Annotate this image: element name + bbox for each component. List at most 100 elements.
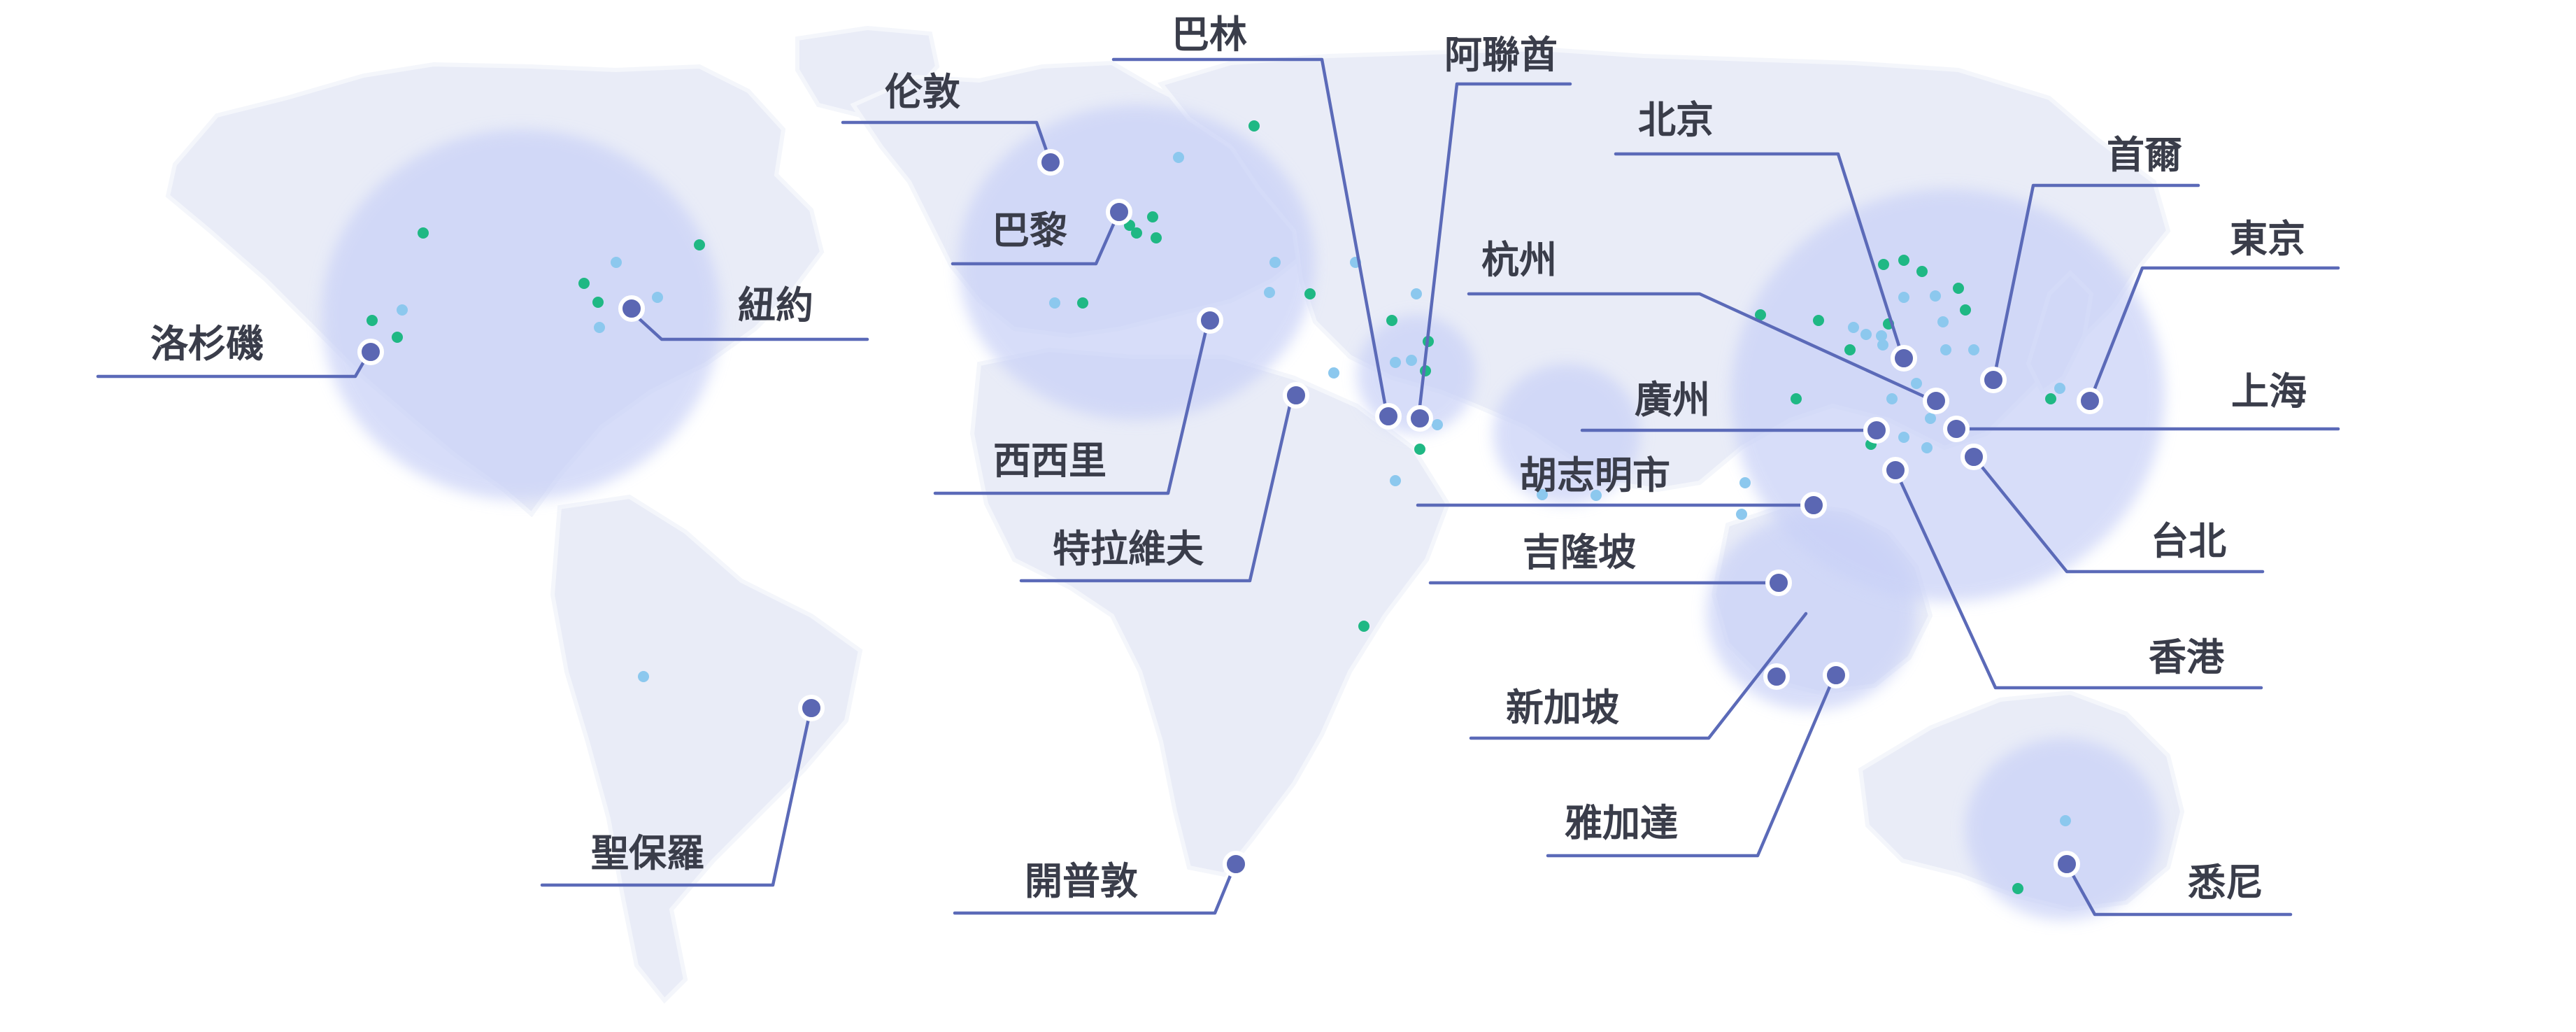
leader-lines bbox=[96, 57, 2340, 917]
minor-dot-green bbox=[1248, 120, 1260, 132]
city-marker-hangzhou[interactable] bbox=[1923, 388, 1949, 414]
city-label-saopaulo: 聖保羅 bbox=[591, 831, 704, 875]
leader-bahrain bbox=[1111, 57, 1389, 417]
city-marker-singapore[interactable] bbox=[1763, 663, 1790, 690]
minor-dot-blue bbox=[1537, 489, 1548, 500]
city-label-london: 伦敦 bbox=[885, 70, 960, 114]
city-marker-kl[interactable] bbox=[1765, 570, 1792, 596]
minor-dot-blue bbox=[1739, 477, 1751, 488]
minor-dot-green bbox=[592, 297, 604, 308]
city-marker-bahrain[interactable] bbox=[1375, 403, 1402, 430]
minor-dot-blue bbox=[1411, 288, 1422, 299]
city-marker-seoul[interactable] bbox=[1980, 367, 2007, 393]
minor-dot-blue bbox=[1848, 322, 1859, 333]
leader-hongkong bbox=[1893, 468, 2263, 690]
city-marker-telaviv[interactable] bbox=[1283, 382, 1309, 409]
minor-dot-blue bbox=[1898, 432, 1909, 443]
city-marker-tokyo[interactable] bbox=[2077, 388, 2103, 414]
minor-dot-blue bbox=[1937, 316, 1949, 327]
leader-sydney bbox=[2065, 862, 2293, 917]
minor-dot-blue bbox=[652, 292, 663, 303]
minor-dot-green bbox=[1898, 255, 1909, 266]
city-label-uae: 阿聯酋 bbox=[1444, 33, 1558, 77]
region-americas bbox=[322, 129, 720, 500]
leader-hangzhou bbox=[1467, 292, 1936, 403]
minor-dot-blue bbox=[1860, 329, 1872, 340]
minor-dot-blue bbox=[1968, 344, 1979, 355]
leader-paris bbox=[951, 213, 1120, 266]
city-label-seoul: 首爾 bbox=[2107, 133, 2182, 177]
city-label-hangzhou: 杭州 bbox=[1481, 238, 1557, 282]
city-marker-ny[interactable] bbox=[618, 295, 645, 322]
city-label-ny: 紐約 bbox=[738, 283, 813, 327]
leader-telaviv bbox=[1019, 395, 1294, 583]
city-marker-jakarta[interactable] bbox=[1823, 662, 1849, 688]
minor-dot-blue bbox=[2054, 383, 2065, 394]
minor-dot-green bbox=[1414, 444, 1425, 455]
minor-dot-blue bbox=[1930, 290, 1941, 302]
minor-dot-blue bbox=[1886, 393, 1898, 404]
leader-beijing bbox=[1614, 152, 1905, 359]
city-marker-beijing[interactable] bbox=[1891, 345, 1917, 372]
city-label-beijing: 北京 bbox=[1638, 98, 1714, 142]
minor-dot-blue bbox=[611, 257, 622, 268]
city-marker-guangzhou[interactable] bbox=[1863, 417, 1890, 444]
leader-taipei bbox=[1972, 455, 2265, 574]
city-labels: 洛杉磯 紐約 聖保羅 伦敦 巴黎 西西里 特拉維夫 開普敦 巴林 阿聯酋 北京 … bbox=[150, 13, 2307, 905]
minor-dot-blue bbox=[1390, 475, 1401, 486]
city-marker-sydney[interactable] bbox=[2054, 851, 2080, 877]
minor-dot-green bbox=[1151, 232, 1162, 243]
city-markers bbox=[357, 149, 2103, 877]
city-marker-capetown[interactable] bbox=[1223, 851, 1249, 877]
minor-dot-blue bbox=[397, 304, 408, 316]
minor-dot-green bbox=[1916, 266, 1928, 277]
city-label-capetown: 開普敦 bbox=[1025, 859, 1138, 903]
city-label-telaviv: 特拉維夫 bbox=[1053, 527, 1204, 571]
city-label-kl: 吉隆坡 bbox=[1523, 530, 1636, 574]
leader-madrid bbox=[933, 320, 1210, 495]
leader-saopaulo bbox=[540, 710, 812, 887]
city-marker-saopaulo[interactable] bbox=[798, 695, 825, 721]
leader-seoul bbox=[1991, 183, 2200, 383]
minor-dot-green bbox=[1304, 288, 1316, 299]
minor-dot-green bbox=[1791, 393, 1802, 404]
minor-dot-blue bbox=[1390, 357, 1401, 368]
minor-dot-green bbox=[694, 239, 705, 250]
minor-dot-blue bbox=[1264, 287, 1275, 298]
minor-dot-green bbox=[1386, 315, 1397, 326]
city-marker-hcmc[interactable] bbox=[1800, 492, 1827, 518]
minor-dot-green bbox=[578, 278, 590, 289]
minor-dot-green bbox=[1960, 304, 1971, 316]
leader-tokyo bbox=[2088, 266, 2340, 403]
city-marker-madrid[interactable] bbox=[1197, 307, 1223, 334]
minor-dot-green bbox=[1077, 297, 1088, 309]
minor-dot-blue bbox=[638, 671, 649, 682]
city-marker-hongkong[interactable] bbox=[1882, 457, 1909, 483]
region-oceania bbox=[1965, 738, 2161, 920]
leader-uae bbox=[1416, 82, 1572, 420]
city-label-taipei: 台北 bbox=[2151, 519, 2226, 563]
city-label-madrid: 西西里 bbox=[993, 439, 1106, 483]
minor-dot-green bbox=[1358, 621, 1369, 632]
city-marker-shanghai[interactable] bbox=[1943, 416, 1970, 442]
minor-dot-blue bbox=[1877, 339, 1888, 351]
leader-london bbox=[841, 120, 1053, 164]
leader-jakarta bbox=[1546, 673, 1837, 858]
city-marker-la[interactable] bbox=[357, 339, 384, 365]
city-marker-uae[interactable] bbox=[1407, 405, 1433, 432]
city-label-jakarta: 雅加達 bbox=[1565, 801, 1678, 845]
minor-dot-green bbox=[1878, 259, 1889, 270]
leader-ny bbox=[627, 308, 869, 341]
city-marker-london[interactable] bbox=[1037, 149, 1064, 176]
minor-dot-blue bbox=[1591, 490, 1602, 501]
minor-dot-blue bbox=[1173, 152, 1184, 163]
minor-dot-green bbox=[1844, 344, 1856, 355]
minor-dot-blue bbox=[1432, 419, 1443, 430]
minor-dot-blue bbox=[1736, 509, 1747, 520]
minor-dot-green bbox=[1813, 315, 1824, 326]
region-indochina bbox=[1493, 364, 1640, 504]
city-marker-taipei[interactable] bbox=[1961, 444, 1987, 470]
city-label-shanghai: 上海 bbox=[2231, 369, 2307, 413]
city-marker-paris[interactable] bbox=[1106, 199, 1132, 225]
